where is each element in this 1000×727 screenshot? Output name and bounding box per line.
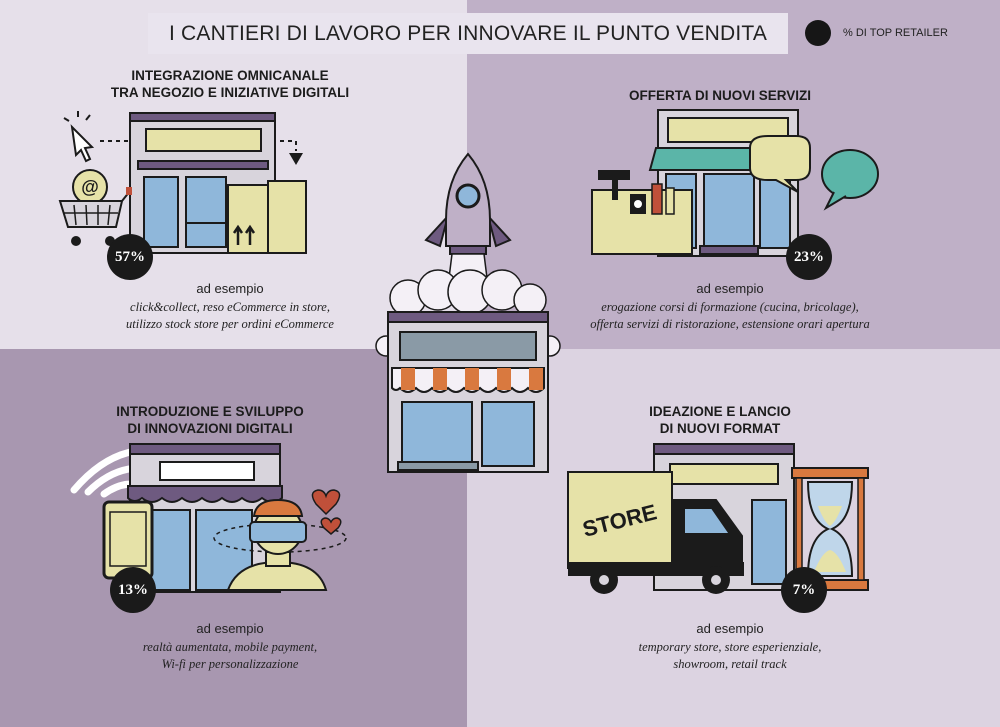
format-store-icon: STORE [567, 443, 869, 594]
omnichannel-store-icon: @ [58, 111, 307, 254]
heading-line: OFFERTA DI NUOVI SERVIZI [628, 88, 811, 103]
heart-icon [311, 489, 342, 535]
rocket-icon [424, 152, 512, 287]
section-services-heading: OFFERTA DI NUOVI SERVIZI [560, 87, 880, 104]
section-omnichannel-examples: ad esempio click&collect, reso eCommerce… [70, 280, 390, 333]
smartphone-icon [102, 500, 154, 580]
title-bar: I CANTIERI DI LAVORO PER INNOVARE IL PUN… [148, 13, 788, 54]
example-lead: ad esempio [196, 621, 264, 636]
legend: % DI TOP RETAILER [805, 20, 948, 46]
legend-label: % DI TOP RETAILER [843, 27, 948, 39]
section-services-examples: ad esempio erogazione corsi di formazion… [555, 280, 905, 333]
truck-icon: STORE [567, 471, 744, 594]
percent-badge: 57% [107, 234, 153, 280]
example-line: Wi-fi per personalizzazione [161, 657, 299, 671]
heading-line: IDEAZIONE E LANCIO [649, 404, 791, 419]
example-line: erogazione corsi di formazione (cucina, … [601, 300, 859, 314]
heading-line: TRA NEGOZIO E INIZIATIVE DIGITALI [110, 85, 350, 100]
cursor-icon [63, 111, 95, 163]
example-lead: ad esempio [196, 281, 264, 296]
speech-bubble-icon [821, 149, 879, 211]
section-omnichannel-heading: INTEGRAZIONE OMNICANALE TRA NEGOZIO E IN… [70, 67, 390, 101]
camera-icon [630, 194, 646, 214]
hourglass-icon [791, 467, 869, 591]
heading-line: INTRODUZIONE E SVILUPPO [116, 404, 304, 419]
rocket-store-icon [375, 152, 561, 473]
example-lead: ad esempio [696, 281, 764, 296]
example-line: offerta servizi di ristorazione, estensi… [590, 317, 870, 331]
heading-line: DI NUOVI FORMAT [659, 421, 781, 436]
example-line: temporary store, store esperienziale, [638, 640, 822, 654]
section-digital-heading: INTRODUZIONE E SVILUPPO DI INNOVAZIONI D… [50, 403, 370, 437]
page-title: I CANTIERI DI LAVORO PER INNOVARE IL PUN… [168, 21, 768, 45]
services-store-icon [591, 109, 879, 257]
example-lead: ad esempio [696, 621, 764, 636]
shopping-cart-icon: @ [58, 169, 132, 246]
speech-bubble-icon [749, 135, 811, 193]
percent-badge: 7% [781, 567, 827, 613]
section-format-examples: ad esempio temporary store, store esperi… [570, 620, 890, 673]
digital-store-icon [70, 443, 347, 593]
section-digital-examples: ad esempio realtà aumentata, mobile paym… [70, 620, 390, 673]
example-line: click&collect, reso eCommerce in store, [130, 300, 330, 314]
heading-line: DI INNOVAZIONI DIGITALI [127, 421, 293, 436]
svg-text:@: @ [81, 177, 99, 197]
section-format-heading: IDEAZIONE E LANCIO DI NUOVI FORMAT [560, 403, 880, 437]
hammer-icon [598, 170, 630, 200]
legend-dot-icon [805, 20, 831, 46]
central-store-icon [387, 311, 549, 473]
example-line: utilizzo stock store per ordini eCommerc… [126, 317, 334, 331]
percent-badge: 23% [786, 234, 832, 280]
example-line: showroom, retail track [673, 657, 787, 671]
example-line: realtà aumentata, mobile payment, [142, 640, 318, 654]
percent-badge: 13% [110, 567, 156, 613]
vr-headset-person-icon [226, 498, 328, 591]
heading-line: INTEGRAZIONE OMNICANALE [131, 68, 329, 83]
